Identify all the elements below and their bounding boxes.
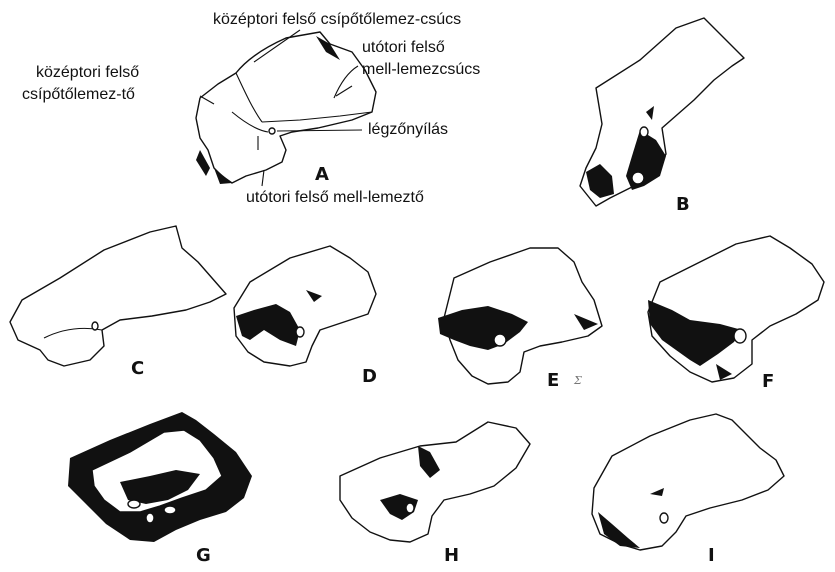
small-mark: Σ <box>574 374 582 387</box>
panel-label-e: E <box>547 370 559 391</box>
panel-e-drawing <box>438 248 602 384</box>
panel-a-drawing <box>196 30 376 186</box>
panel-label-b: B <box>676 194 690 215</box>
panel-label-d: D <box>362 366 377 387</box>
label-middle-tip: középtori felső csípőtőlemez-csúcs <box>213 11 461 29</box>
label-rear-base: utótori felső mell-lemeztő <box>246 189 424 207</box>
panel-label-c: C <box>131 358 144 379</box>
label-middle-base-line2: csípőtőlemez-tő <box>22 86 135 104</box>
panel-label-a: A <box>315 164 329 185</box>
panel-h-drawing <box>340 422 530 542</box>
label-middle-base-line1: középtori felső <box>36 64 139 82</box>
label-rear-tip-line1: utótori felső <box>362 39 445 57</box>
panel-label-i: I <box>708 545 715 566</box>
panel-d-drawing <box>234 246 376 366</box>
panel-b-drawing <box>580 18 744 206</box>
panel-i-drawing <box>592 414 784 550</box>
panel-f-drawing <box>648 236 824 382</box>
panel-c-drawing <box>10 226 226 366</box>
label-rear-tip-line2: mell-lemezcsúcs <box>362 61 480 79</box>
panel-label-h: H <box>444 545 459 566</box>
panel-label-g: G <box>196 545 211 566</box>
label-spiracle: légzőnyílás <box>368 121 448 139</box>
panel-label-f: F <box>762 371 774 392</box>
panel-g-drawing <box>68 412 252 542</box>
